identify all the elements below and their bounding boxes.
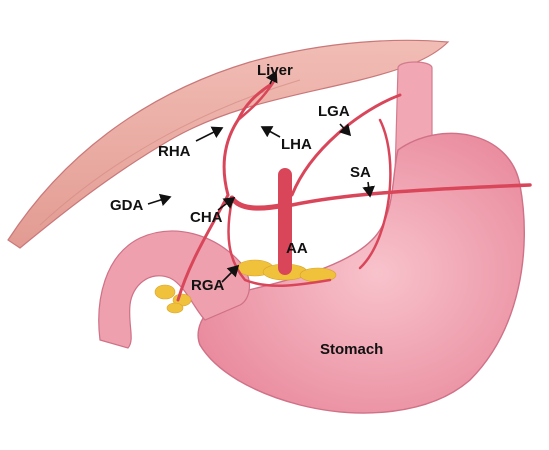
label-lga: LGA — [318, 103, 350, 120]
label-sa: SA — [350, 164, 371, 181]
label-cha: CHA — [190, 209, 223, 226]
label-stomach: Stomach — [320, 341, 383, 358]
label-rha: RHA — [158, 143, 191, 160]
label-lha: LHA — [281, 136, 312, 153]
label-liver: Liver — [257, 62, 293, 79]
label-gda: GDA — [110, 197, 144, 214]
label-aa: AA — [286, 240, 308, 257]
label-rga: RGA — [191, 277, 225, 294]
